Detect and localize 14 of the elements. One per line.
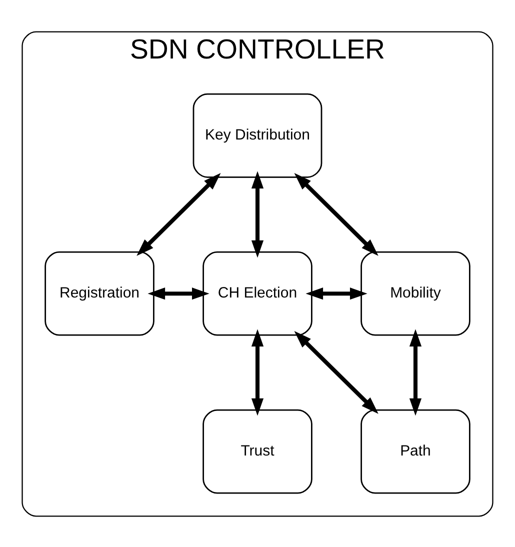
node-box: Mobility [360,250,470,336]
arrow [306,287,368,300]
arrow [148,287,210,300]
arrow [409,328,422,416]
arrow [294,172,378,256]
arrow [294,330,378,414]
node-box: Path [360,408,470,494]
node-box: Trust [202,408,312,494]
node-box: Key Distribution [192,92,322,178]
node-box: CH Election [202,250,312,336]
arrow [136,172,221,256]
arrow [251,170,264,258]
arrow [251,328,264,416]
node-box: Registration [44,250,154,336]
